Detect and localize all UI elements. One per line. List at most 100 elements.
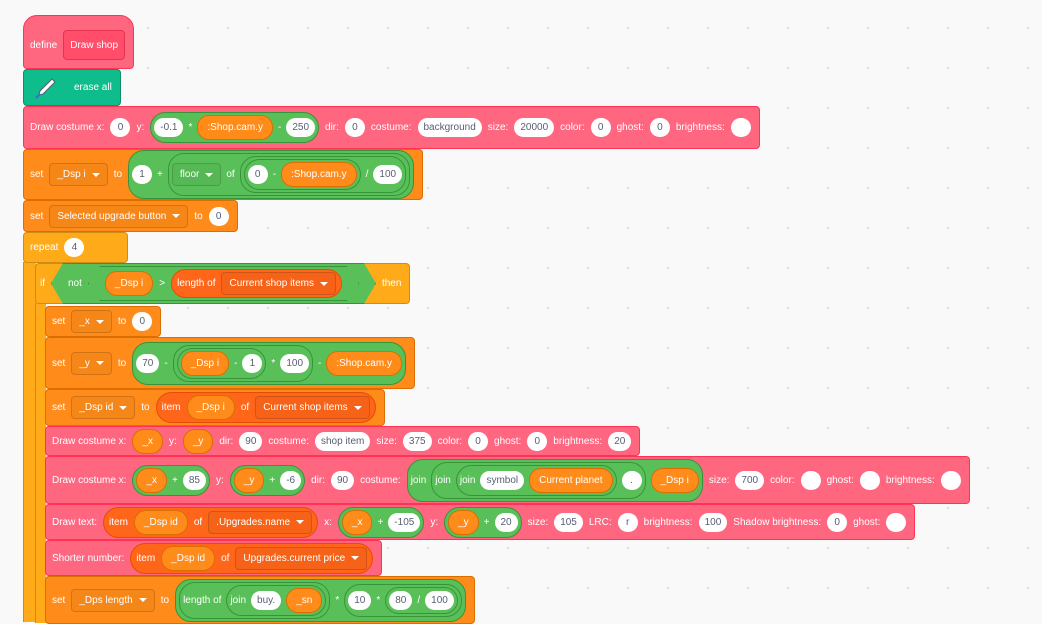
value-input[interactable]: 0 [468, 431, 489, 451]
value-input[interactable]: 105 [554, 512, 583, 532]
variable-reporter[interactable]: _Dsp i [105, 271, 153, 296]
value-input[interactable]: -105 [388, 512, 421, 532]
dropdown[interactable]: _Dsp id [71, 396, 136, 419]
variable-reporter[interactable]: _Dsp i [180, 350, 230, 376]
value-input[interactable]: r [617, 512, 638, 532]
value-input[interactable]: -0.1 [154, 118, 184, 137]
value-input[interactable] [940, 470, 961, 490]
value-input[interactable]: 0 [208, 206, 229, 226]
operator-reporter[interactable]: _x+85 [132, 464, 210, 496]
value-input[interactable]: 85 [182, 470, 206, 490]
value-input[interactable]: 375 [402, 431, 432, 451]
dropdown[interactable]: _Dps length [71, 588, 155, 612]
value-input[interactable]: 1 [242, 353, 263, 373]
dropdown[interactable]: _x [71, 310, 112, 333]
variable-reporter[interactable]: _Dsp i [650, 467, 699, 493]
variable-reporter[interactable]: _x [132, 428, 164, 454]
operator-reporter[interactable]: 10*80/100 [344, 583, 462, 617]
value-input[interactable]: 100 [425, 590, 454, 610]
variable-reporter[interactable]: _y [448, 509, 479, 535]
variable-reporter[interactable]: :Shop.cam.y [197, 115, 273, 140]
value-input[interactable]: 250 [286, 118, 316, 137]
operator-reporter[interactable]: 70-_Dsp i-1*100-:Shop.cam.y [132, 341, 406, 385]
value-input[interactable]: 0 [649, 118, 670, 137]
dropdown[interactable]: .Upgrades.name [208, 510, 313, 534]
operator-reporter[interactable]: -0.1*:Shop.cam.y-250 [150, 112, 320, 143]
value-input[interactable] [800, 470, 821, 490]
value-input[interactable]: 10 [348, 590, 372, 610]
value-input[interactable]: 0 [247, 165, 268, 184]
variable-reporter[interactable]: Current planet [529, 467, 613, 493]
variable-reporter[interactable]: _x [136, 467, 168, 493]
value-input[interactable]: 0 [344, 118, 365, 137]
operator-reporter[interactable]: 80/100 [385, 586, 458, 614]
variable-reporter[interactable]: _Dsp i [186, 395, 235, 420]
variable-reporter[interactable]: _y [182, 428, 214, 454]
value-input[interactable]: 1 [132, 165, 153, 184]
value-input[interactable]: 0 [590, 118, 611, 137]
operator-reporter[interactable]: _y+-6 [229, 464, 306, 496]
operator-reporter[interactable]: _x+-105 [337, 506, 425, 538]
value-input[interactable]: 80 [389, 590, 413, 610]
variable-reporter[interactable]: _y [233, 467, 265, 493]
variable-reporter[interactable]: _sn [286, 587, 323, 613]
value-input[interactable]: 0 [132, 312, 153, 331]
dropdown[interactable]: Selected upgrade button [49, 204, 189, 228]
variable-reporter[interactable]: _Dsp id [133, 509, 188, 535]
value-input[interactable]: background [417, 118, 482, 137]
custom-block-name[interactable]: Draw shop [63, 30, 126, 60]
value-input[interactable]: 20000 [514, 118, 555, 137]
value-input[interactable]: symbol [480, 470, 525, 490]
value-input[interactable]: 0 [827, 512, 848, 532]
dropdown[interactable]: _Dsp i [49, 163, 108, 186]
value-input[interactable]: 0 [527, 431, 548, 451]
operator-reporter[interactable]: _Dsp i-1 [176, 347, 267, 379]
value-input[interactable]: 90 [331, 470, 355, 490]
value-input[interactable]: 100 [373, 165, 403, 184]
value-input[interactable] [730, 118, 751, 137]
value-input[interactable]: 700 [735, 470, 765, 490]
value-input[interactable]: 90 [239, 431, 263, 451]
variable-reporter[interactable]: :Shop.cam.y [281, 162, 357, 187]
value-input[interactable]: -6 [280, 470, 302, 490]
value-input[interactable]: 70 [136, 353, 160, 373]
dropdown[interactable]: Current shop items [255, 396, 370, 419]
dropdown[interactable]: Current shop items [221, 272, 335, 295]
value-input[interactable]: 4 [64, 238, 85, 257]
value-input[interactable] [859, 470, 880, 490]
value-input[interactable]: 20 [494, 512, 518, 532]
value-input[interactable] [886, 512, 907, 532]
value-input[interactable]: buy. [251, 590, 282, 610]
value-input[interactable]: 100 [280, 353, 310, 373]
dropdown[interactable]: floor [171, 163, 222, 186]
value-input[interactable]: shop item [314, 431, 371, 451]
value-input[interactable]: . [621, 470, 642, 490]
operator-reporter[interactable]: _y+20 [444, 506, 522, 538]
variable-reporter[interactable]: :Shop.cam.y [326, 350, 402, 376]
operator-reporter[interactable]: 0-:Shop.cam.y/100 [239, 156, 407, 193]
